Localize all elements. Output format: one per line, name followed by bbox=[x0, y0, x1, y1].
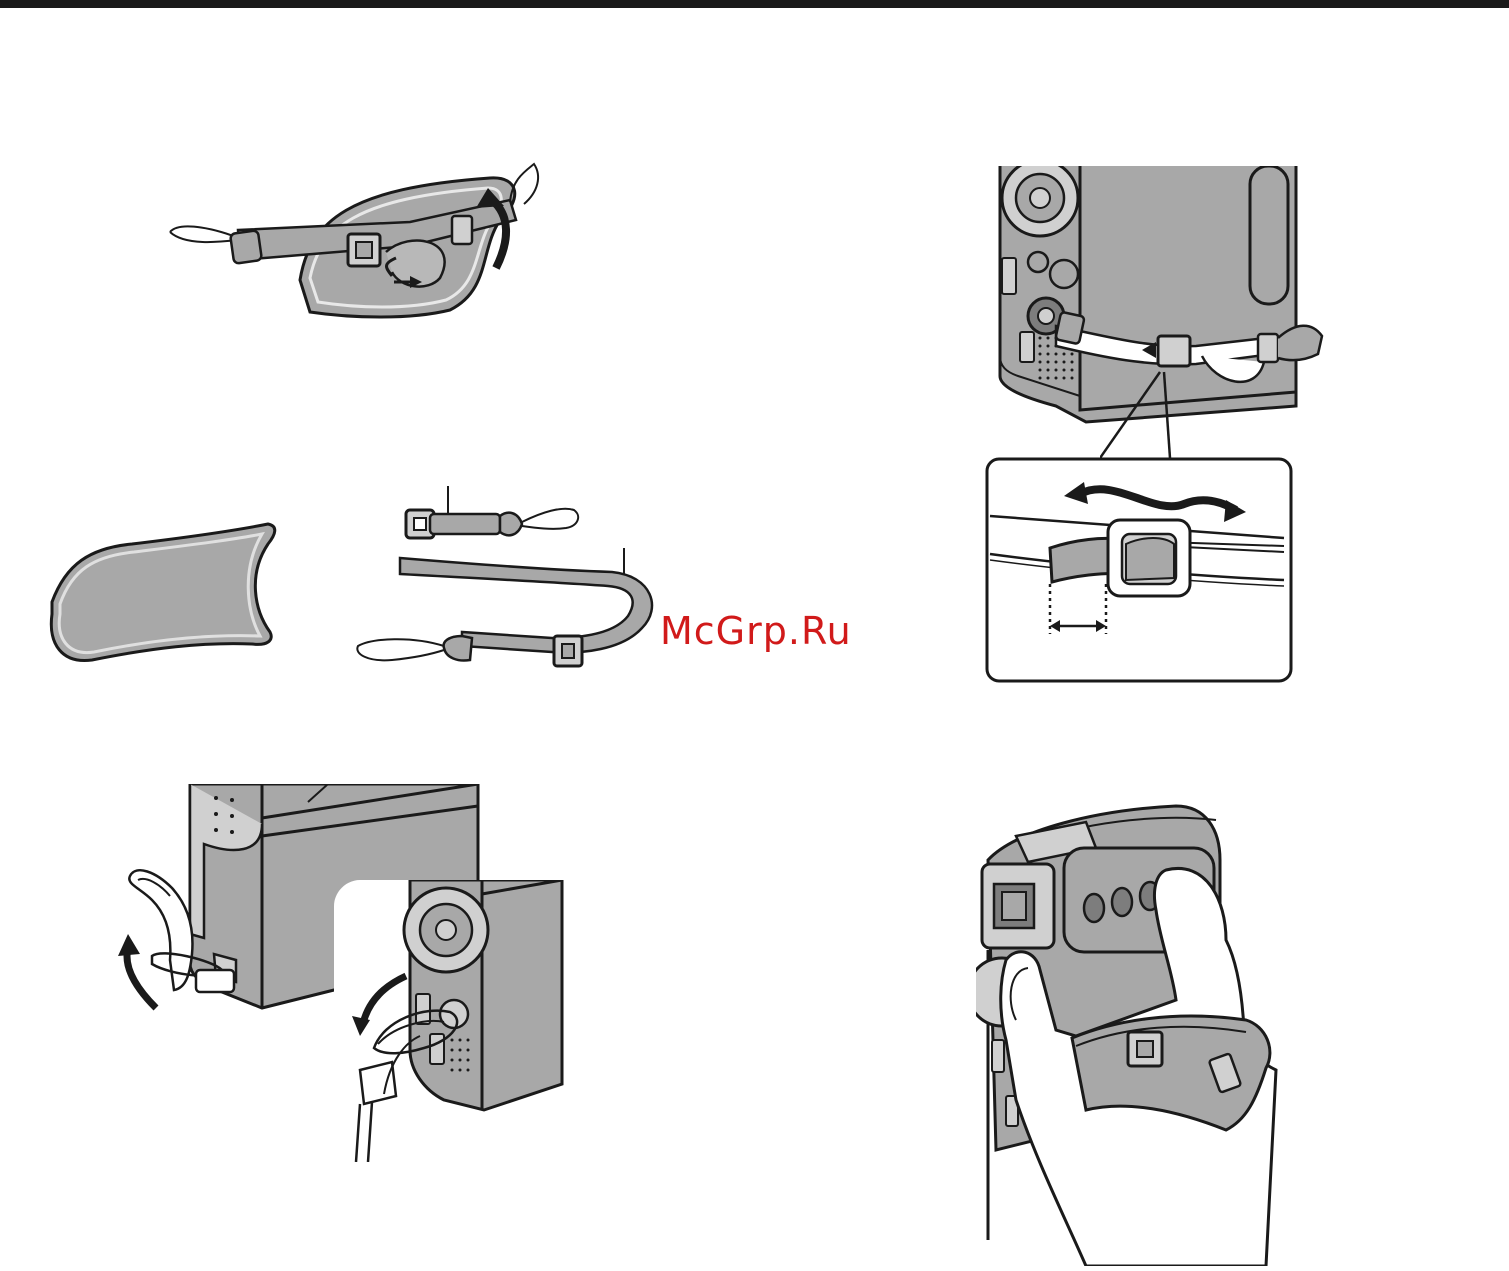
buckle-magnified-icon bbox=[984, 456, 1296, 686]
watermark-text: McGrp.Ru bbox=[660, 612, 852, 650]
strap-attach-side-illustration bbox=[334, 880, 564, 1162]
strap-and-loop-icon bbox=[352, 486, 662, 676]
strap-buckle-detail-illustration bbox=[984, 456, 1296, 686]
grip-pad-with-strap-icon bbox=[160, 160, 550, 330]
pad-strap-assembly-illustration bbox=[160, 160, 550, 330]
strap-parts-illustration bbox=[352, 486, 662, 676]
hand-holding-camera-illustration bbox=[976, 800, 1286, 1266]
camera-side-loop-icon bbox=[334, 880, 564, 1162]
grip-pad-part-illustration bbox=[42, 514, 282, 666]
grip-pad-icon bbox=[42, 514, 282, 666]
zoom-leader-lines bbox=[1100, 366, 1300, 466]
hand-with-camera-icon bbox=[976, 800, 1286, 1266]
top-rule bbox=[0, 0, 1509, 8]
